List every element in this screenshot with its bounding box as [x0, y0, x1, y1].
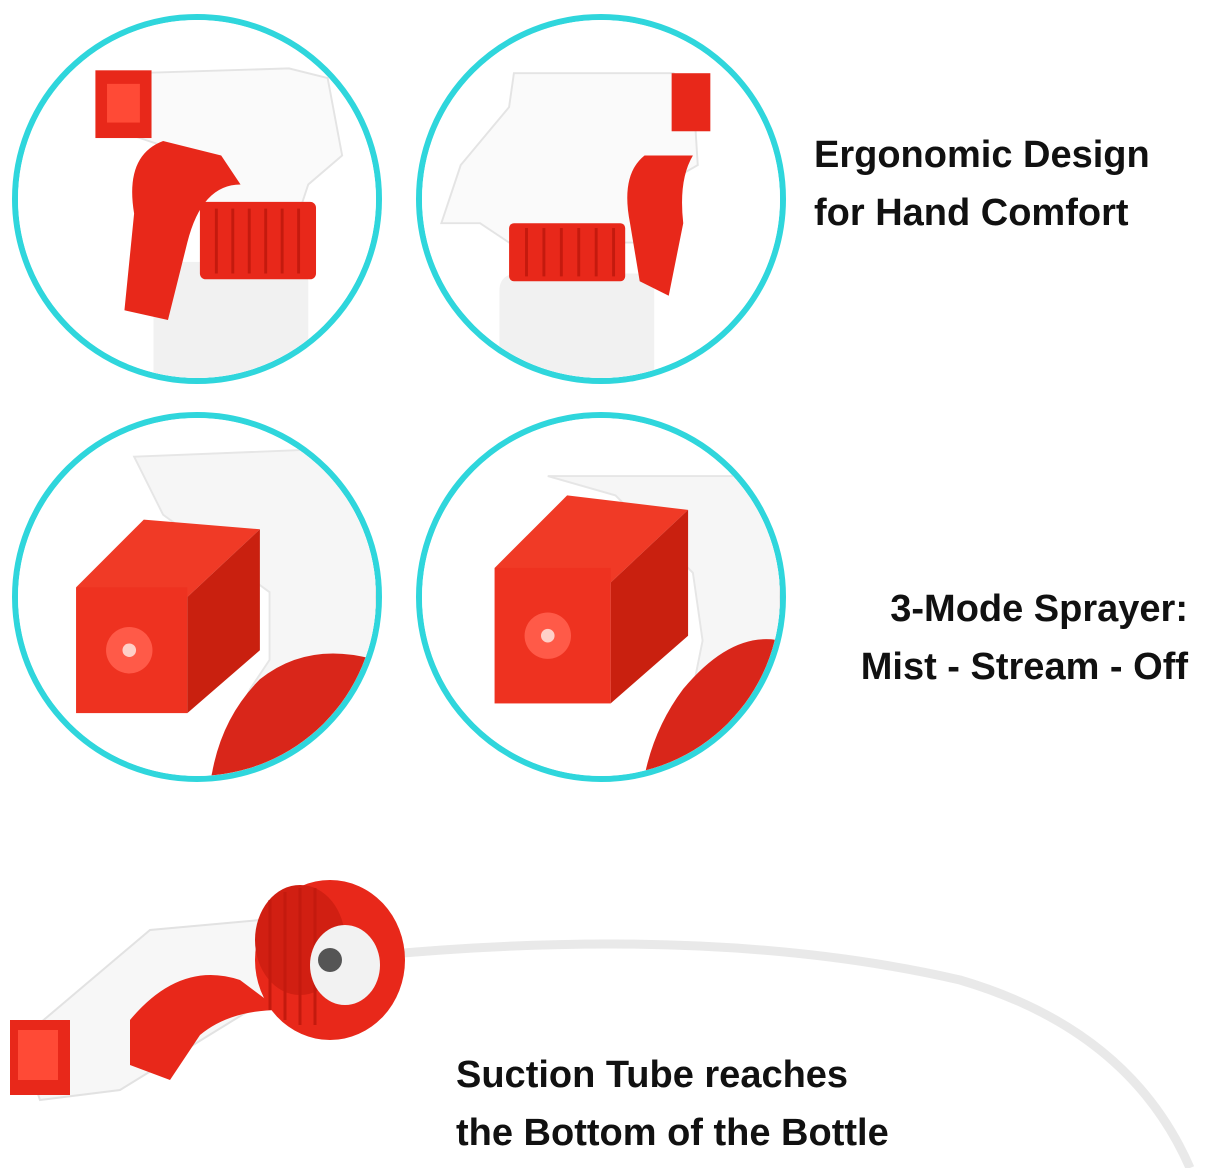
- caption-ergonomic-line2: for Hand Comfort: [814, 192, 1129, 234]
- caption-three-mode-sprayer: 3-Mode Sprayer: Mist - Stream - Off: [861, 580, 1188, 696]
- caption-modes-line2: Mist - Stream - Off: [860, 646, 1188, 688]
- photo-circle-nozzle-left: [12, 412, 382, 782]
- sprayer-image-left: [18, 20, 376, 378]
- photo-circle-ergonomic-left: [12, 14, 382, 384]
- nozzle-closeup-right: [422, 418, 780, 776]
- caption-ergonomic-line1: Ergonomic Design: [814, 134, 1150, 176]
- caption-suction-line1: Suction Tube reaches: [456, 1054, 849, 1096]
- caption-ergonomic-design: Ergonomic Design for Hand Comfort: [814, 126, 1150, 242]
- sprayer-image-right: [422, 20, 780, 378]
- caption-suction-tube: Suction Tube reaches the Bottom of the B…: [456, 1046, 889, 1162]
- suction-tube-image: [10, 880, 1195, 1168]
- nozzle-closeup-left: [18, 418, 376, 776]
- sprayer-with-suction-tube: [0, 860, 1214, 1168]
- photo-circle-nozzle-right: [416, 412, 786, 782]
- caption-suction-line2: the Bottom of the Bottle: [456, 1112, 889, 1154]
- caption-modes-line1: 3-Mode Sprayer:: [890, 588, 1188, 630]
- photo-circle-ergonomic-right: [416, 14, 786, 384]
